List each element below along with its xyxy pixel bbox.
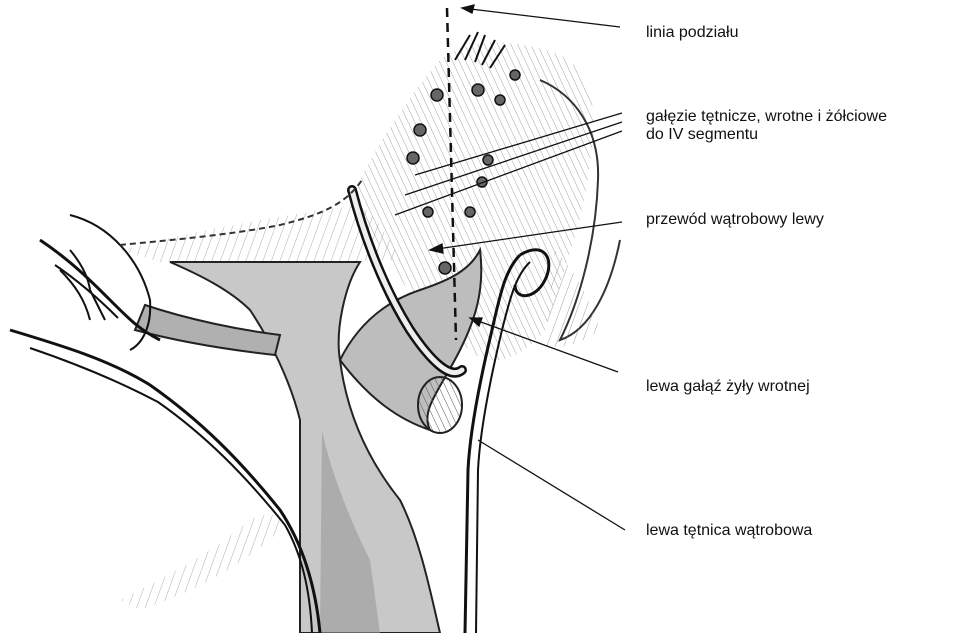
pointer-division-line	[462, 8, 620, 27]
pointer-hepatic-artery	[478, 440, 625, 530]
label-segment-iv-branches: gałęzie tętnicze, wrotne i żółciowe do I…	[646, 108, 887, 144]
portal-umbilical-recess	[418, 377, 462, 433]
label-left-hepatic-artery: lewa tętnica wątrobowa	[646, 522, 812, 540]
pointer-division-arrowhead	[462, 5, 474, 13]
lower-tissue-scribble	[120, 515, 281, 610]
label-left-portal-vein: lewa gałąź żyły wrotnej	[646, 378, 810, 396]
label-division-line: linia podziału	[646, 24, 739, 42]
label-segment-iv-branches-line1: gałęzie tętnicze, wrotne i żółciowe	[646, 108, 887, 126]
label-segment-iv-branches-line2: do IV segmentu	[646, 126, 887, 144]
label-left-hepatic-duct: przewód wątrobowy lewy	[646, 211, 824, 229]
